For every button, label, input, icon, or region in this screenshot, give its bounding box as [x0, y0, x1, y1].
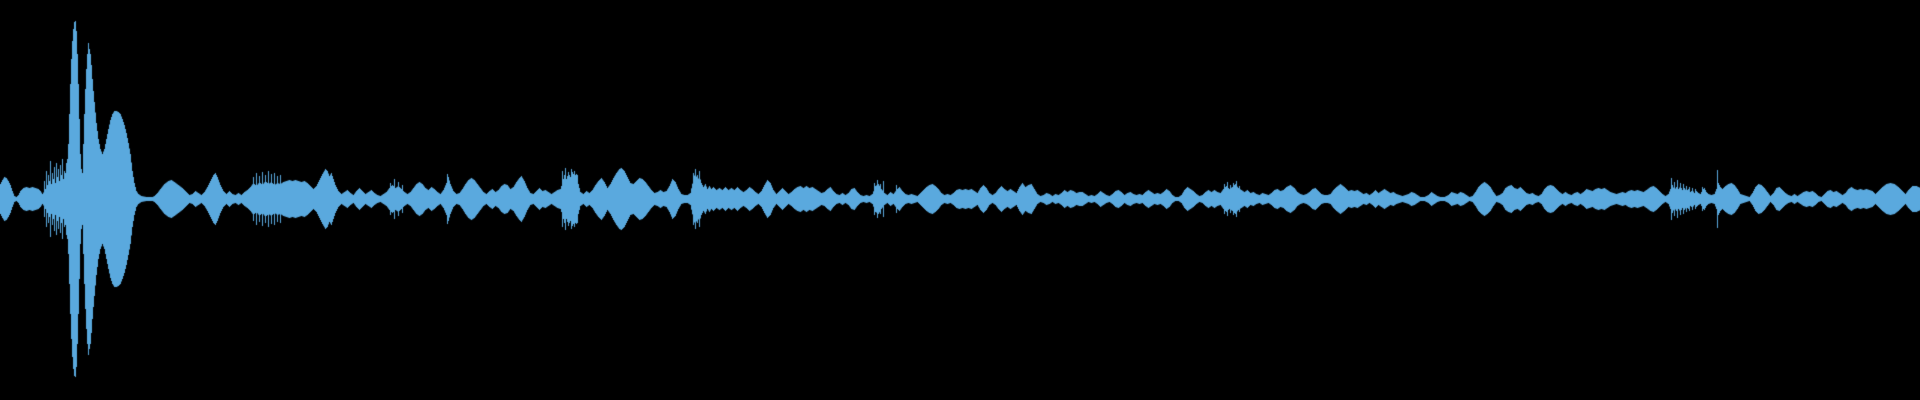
waveform-display — [0, 0, 1920, 400]
audio-waveform[interactable] — [0, 0, 1920, 400]
